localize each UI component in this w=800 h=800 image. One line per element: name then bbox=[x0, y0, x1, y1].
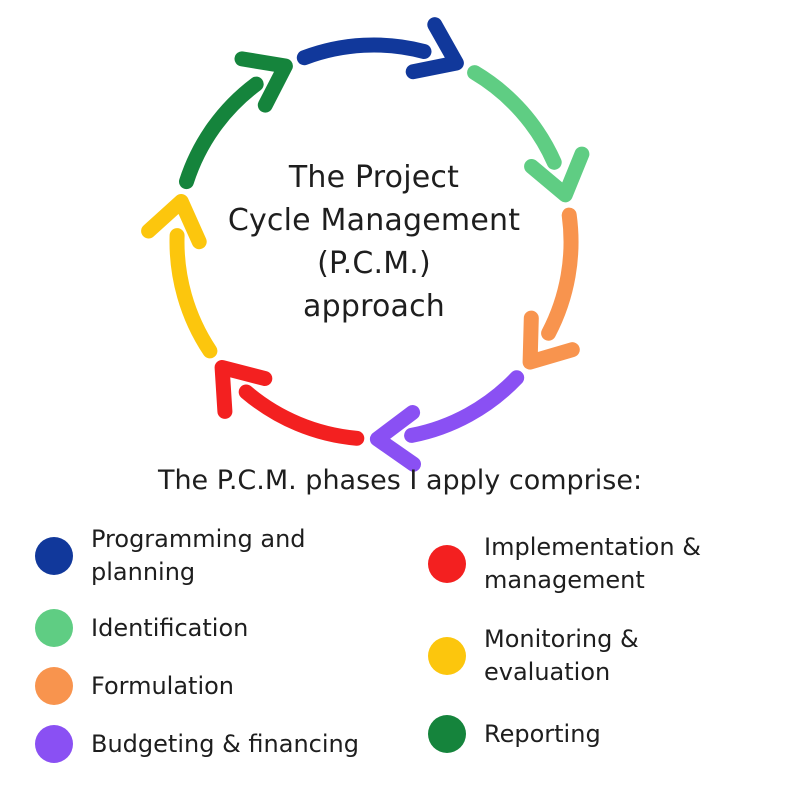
phase-dot-formulation bbox=[35, 667, 73, 705]
legend-label: Budgeting & financing bbox=[91, 729, 359, 758]
cycle-arrow-identification bbox=[467, 65, 590, 203]
phase-dot-reporting bbox=[428, 715, 466, 753]
legend-label: Monitoring & evaluation bbox=[484, 625, 639, 686]
diagram-title-line: (P.C.M.) bbox=[317, 246, 431, 281]
phase-dot-implementation-management bbox=[428, 545, 466, 583]
legend-label: Formulation bbox=[91, 671, 235, 700]
legend-column-left: Programming and planning Identification … bbox=[0, 523, 415, 763]
legend-item-formulation: Formulation bbox=[35, 667, 415, 705]
cycle-arrow-budgeting-financing bbox=[369, 370, 525, 472]
cycle-arrow-implementation-management bbox=[214, 360, 365, 446]
phase-dot-programming-and-planning bbox=[35, 537, 73, 575]
phase-dot-budgeting-financing bbox=[35, 725, 73, 763]
legend-item-budgeting-financing: Budgeting & financing bbox=[35, 725, 415, 763]
legend-item-implementation-management: Implementation & management bbox=[428, 531, 800, 597]
legend-heading: The P.C.M. phases I apply comprise: bbox=[157, 465, 643, 496]
legend-label: Reporting bbox=[484, 719, 601, 748]
cycle-arrow-formulation bbox=[522, 207, 580, 370]
legend-item-programming-and-planning: Programming and planning bbox=[35, 523, 415, 589]
legend-label: Identification bbox=[91, 613, 249, 642]
cycle-arrow-programming-and-planning bbox=[296, 17, 464, 80]
diagram-title: The Project Cycle Management (P.C.M.) ap… bbox=[174, 156, 574, 328]
cycle-diagram: The Project Cycle Management (P.C.M.) ap… bbox=[141, 17, 590, 472]
legend-column-right: Implementation & management Monitoring &… bbox=[415, 523, 800, 763]
legend-label: Implementation & management bbox=[484, 533, 701, 594]
legend-item-reporting: Reporting bbox=[428, 715, 800, 753]
phase-dot-monitoring-evaluation bbox=[428, 637, 466, 675]
cycle-arrows-svg bbox=[141, 17, 590, 472]
phase-dot-identification bbox=[35, 609, 73, 647]
legend-item-identification: Identification bbox=[35, 609, 415, 647]
legend-label: Programming and planning bbox=[91, 525, 306, 586]
legend-item-monitoring-evaluation: Monitoring & evaluation bbox=[428, 623, 800, 689]
diagram-title-line: approach bbox=[303, 289, 445, 324]
phase-legend: Programming and planning Identification … bbox=[0, 523, 800, 763]
cycle-arrow-monitoring-evaluation bbox=[141, 194, 218, 359]
cycle-arrow-reporting bbox=[179, 51, 293, 190]
diagram-title-line: Cycle Management bbox=[227, 203, 521, 238]
diagram-title-line: The Project bbox=[288, 160, 460, 195]
